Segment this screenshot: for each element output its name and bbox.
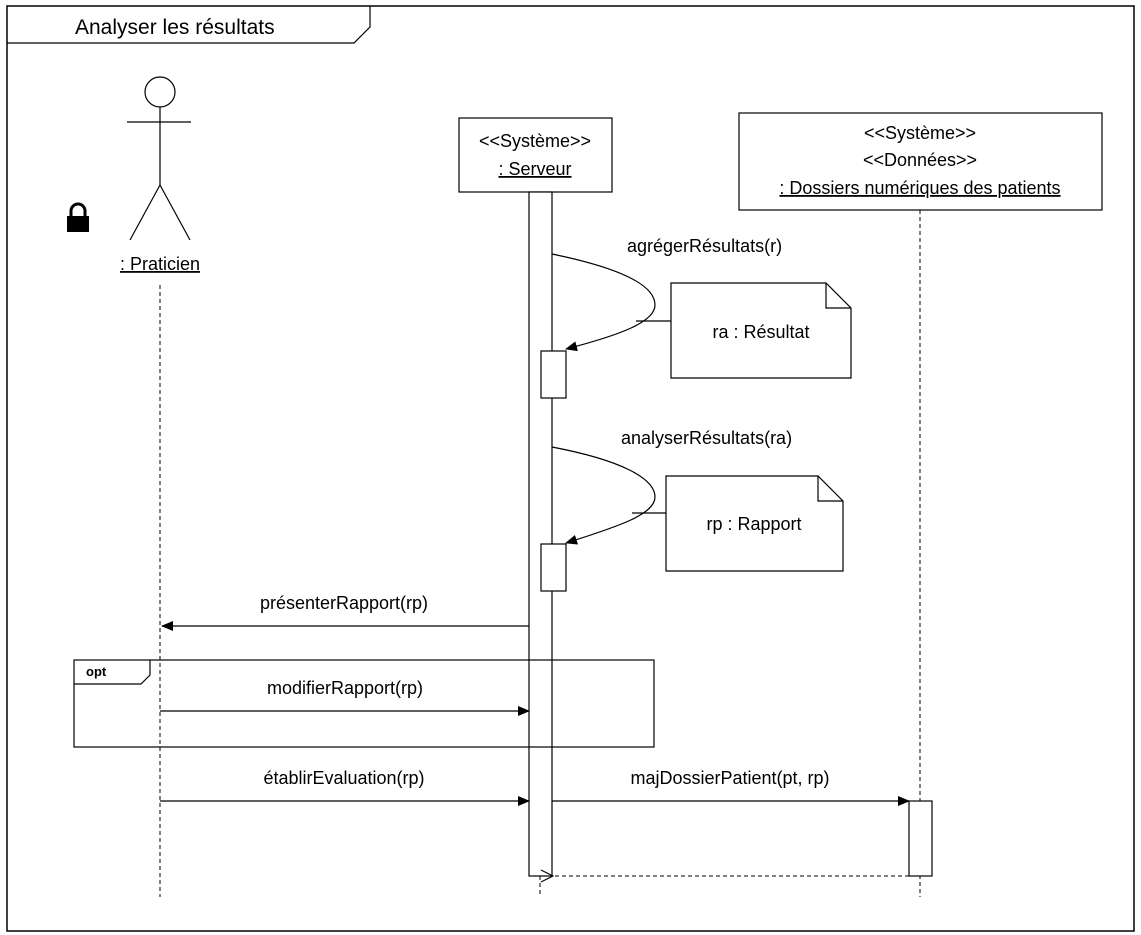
dossiers-stereotype-2: <<Données>> (863, 150, 977, 170)
opt-fragment: opt (73, 659, 655, 748)
note-report: rp : Rapport (665, 475, 844, 572)
note-result-text: ra : Résultat (712, 322, 809, 342)
note-result: ra : Résultat (670, 282, 852, 379)
server-name: : Serveur (498, 159, 571, 179)
actor-name: : Praticien (120, 254, 200, 274)
activation-analyze (540, 543, 567, 592)
server-stereotype: <<Système>> (479, 131, 591, 151)
message-present: présenterRapport(rp) (161, 593, 529, 631)
message-analyze: analyserRésultats(ra) (551, 428, 792, 545)
lifeline-head-dossiers: <<Système>> <<Données>> : Dossiers numér… (738, 112, 1103, 211)
frame-title: Analyser les résultats (75, 16, 275, 39)
message-aggregate: agrégerRésultats(r) (551, 236, 782, 352)
message-modify-label: modifierRapport(rp) (267, 678, 423, 698)
message-evaluate: établirEvaluation(rp) (160, 768, 530, 806)
opt-label: opt (86, 664, 107, 679)
lifeline-head-server: <<Système>> : Serveur (458, 117, 613, 193)
message-update-record: majDossierPatient(pt, rp) (552, 768, 910, 806)
message-modify: modifierRapport(rp) (160, 678, 530, 716)
lock-icon (67, 202, 89, 232)
message-present-label: présenterRapport(rp) (260, 593, 428, 613)
activation-server (528, 191, 553, 877)
actor-praticien: : Praticien (120, 76, 200, 274)
frame-tab: Analyser les résultats (7, 6, 371, 44)
activation-aggregate (540, 350, 567, 399)
message-analyze-label: analyserRésultats(ra) (621, 428, 792, 448)
dossiers-name: : Dossiers numériques des patients (779, 178, 1060, 198)
dossiers-stereotype-1: <<Système>> (864, 123, 976, 143)
note-report-text: rp : Rapport (706, 514, 801, 534)
message-update-record-label: majDossierPatient(pt, rp) (630, 768, 829, 788)
activation-dossiers (908, 800, 933, 877)
message-evaluate-label: établirEvaluation(rp) (263, 768, 424, 788)
message-aggregate-label: agrégerRésultats(r) (627, 236, 782, 256)
